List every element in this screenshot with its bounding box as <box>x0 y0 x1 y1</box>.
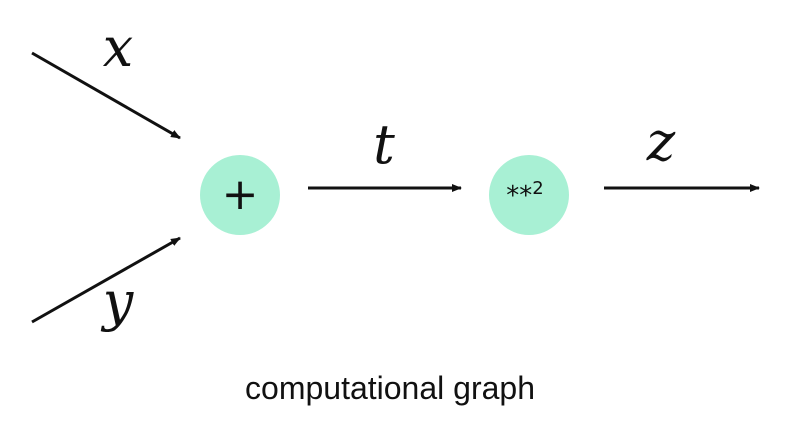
edge-label-t: t <box>373 113 395 176</box>
node-power-operator: ** <box>506 181 532 211</box>
edge-label-z: z <box>646 110 676 173</box>
diagram-caption: computational graph <box>245 370 535 406</box>
node-power: **2 <box>489 155 569 235</box>
node-power-circle <box>489 155 569 235</box>
edge-y-arrow <box>31 236 181 324</box>
node-plus-label: + <box>222 169 259 220</box>
edge-label-x: x <box>103 16 133 79</box>
node-power-exponent: 2 <box>532 178 543 199</box>
edge-label-y: y <box>101 270 135 333</box>
node-plus-circle <box>200 155 280 235</box>
node-power-label: **2 <box>506 178 543 211</box>
edge-x-arrow <box>31 51 181 140</box>
node-plus: + <box>200 155 280 235</box>
